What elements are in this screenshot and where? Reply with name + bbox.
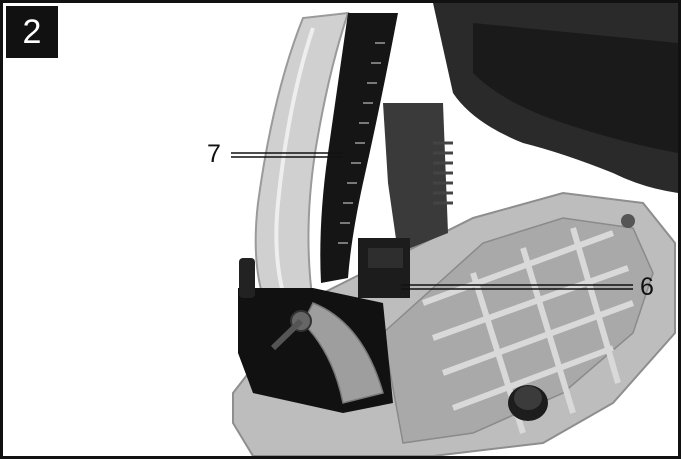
blade-area — [383, 103, 448, 253]
callout-6-leader — [401, 284, 633, 290]
bevel-scale — [320, 13, 398, 283]
bevel-quadrant — [302, 302, 384, 404]
callout-7-leader — [231, 152, 343, 158]
adjusting-wheel — [239, 258, 255, 298]
screw — [621, 214, 635, 228]
scale-ticks — [338, 42, 385, 244]
spring — [433, 141, 453, 205]
callout-6-label: 6 — [640, 273, 654, 301]
callout-7-label: 7 — [207, 140, 221, 168]
base-plate-ribs — [421, 227, 635, 434]
circular-saw-photo — [231, 3, 678, 456]
figure-number-badge: 2 — [6, 6, 58, 58]
